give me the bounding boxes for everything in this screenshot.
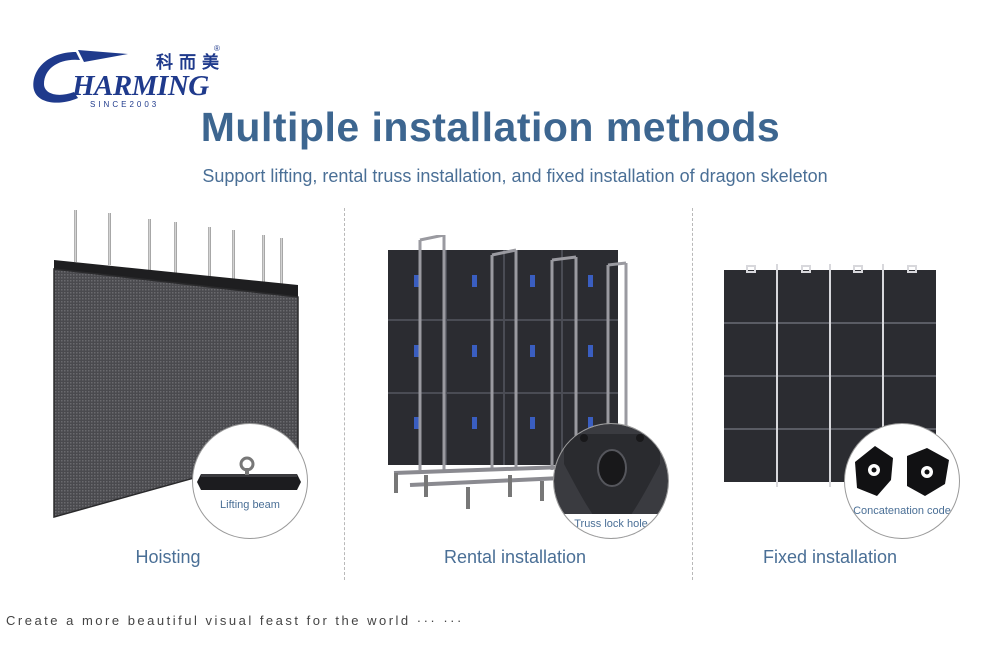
rental-truss-panel (380, 233, 640, 520)
rental-truss-illustration (388, 233, 628, 509)
page-subtitle: Support lifting, rental truss installati… (202, 166, 828, 186)
zoom-label: Truss lock hole (554, 514, 668, 538)
footer-slogan: Create a more beautiful visual feast for… (6, 613, 464, 628)
truss-lock-hole-zoom: Truss lock hole (553, 423, 669, 539)
zoom-label: Lifting beam (220, 499, 280, 511)
brand-chinese-name: 科而美 (156, 53, 225, 73)
concatenation-code-zoom: Concatenation code (844, 423, 960, 539)
registered-mark: ® (214, 44, 220, 53)
logo-swoosh-icon (33, 50, 128, 103)
hoisting-caption: Hoisting (135, 547, 201, 567)
page-title: Multiple installation methods (200, 104, 781, 150)
fixed-caption: Fixed installation (762, 547, 898, 567)
lifting-beam-zoom: Lifting beam (192, 423, 308, 539)
column-divider (692, 208, 693, 580)
column-divider (344, 208, 345, 580)
brand-logo: 科而美 ® HARMING SINCE2003 (28, 42, 228, 112)
brand-since: SINCE2003 (90, 100, 160, 109)
lifting-beam-icon (197, 456, 301, 490)
rental-caption: Rental installation (443, 547, 587, 567)
zoom-label: Concatenation code (853, 505, 951, 517)
concatenation-code-icon (855, 446, 949, 496)
brand-wordmark: HARMING (72, 70, 209, 102)
